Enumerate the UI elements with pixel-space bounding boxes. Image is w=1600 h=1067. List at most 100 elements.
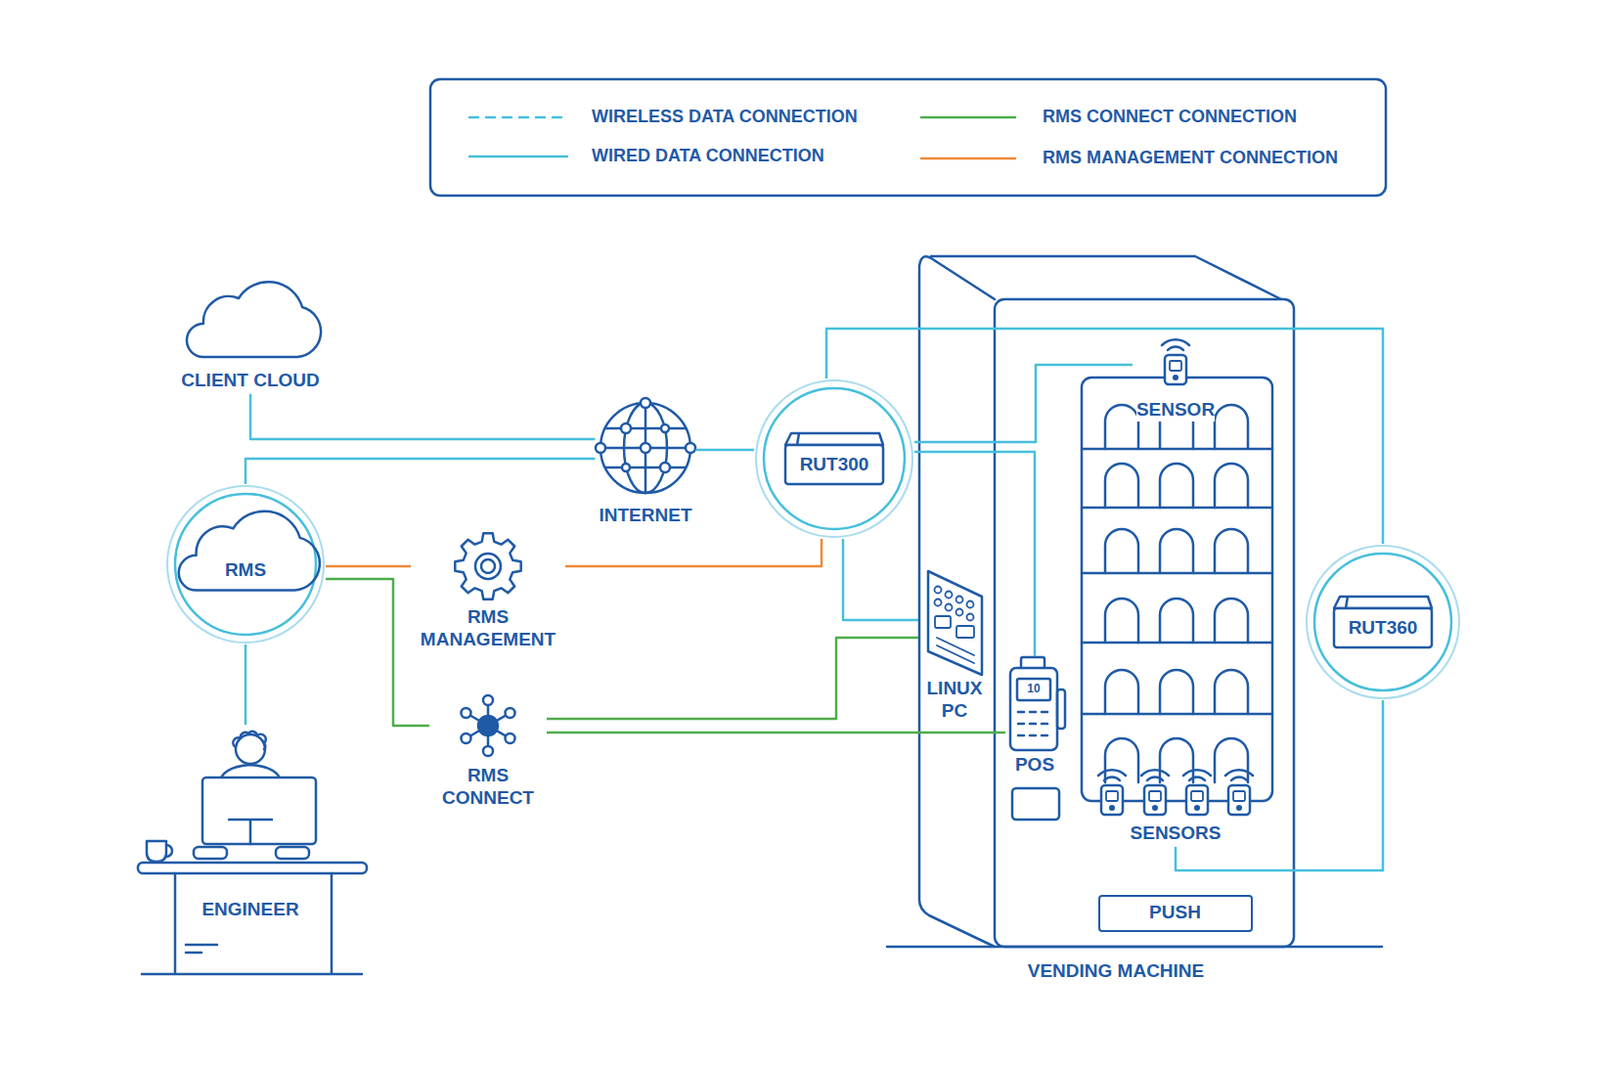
outer-ring (1306, 545, 1460, 699)
vending-machine-body (1010, 667, 1058, 751)
sensor-icon (1231, 777, 1247, 781)
legend-sample (921, 157, 1016, 161)
legend-box (430, 79, 1386, 196)
product-slot (1105, 529, 1139, 574)
globe-icon (640, 398, 651, 408)
router-icon (785, 444, 884, 485)
wired-connection (914, 364, 1133, 443)
sensor-icon (1225, 769, 1253, 815)
vending-machine-body (945, 604, 953, 612)
node-label: INTERNET (599, 504, 693, 528)
hub-icon (505, 708, 516, 718)
wired-connection (843, 538, 919, 621)
vending-machine-body (956, 596, 964, 604)
product-slot (1105, 738, 1139, 783)
wired-connection (244, 644, 248, 725)
vending-machine-body (956, 625, 975, 638)
cloud-icon (178, 511, 320, 591)
push-button: PUSH (1098, 894, 1253, 933)
wired-connection (1175, 700, 1383, 871)
wired-connection (250, 394, 596, 440)
vending-machine-body (887, 945, 1382, 949)
legend-sample (469, 116, 568, 120)
gear-icon (454, 533, 521, 599)
node-label: RMS (224, 559, 267, 582)
node-label: VENDING MACHINE (1027, 960, 1205, 983)
vending-machine-body (994, 299, 1294, 947)
product-slot (1105, 463, 1139, 508)
product-slot (1214, 669, 1248, 714)
vending-machine-body (928, 571, 982, 675)
sensor-icon (1228, 785, 1250, 815)
screen-text: 10 (1026, 682, 1040, 696)
outer-ring (167, 486, 324, 643)
inner-ring (175, 493, 316, 635)
gear-icon (475, 553, 501, 579)
engineer-figure (146, 841, 167, 862)
cloud-icon (186, 281, 321, 357)
node-label: SENSOR (1136, 399, 1215, 422)
vending-machine: SENSOR LINUX PCPOS SENSORS PUSH VENDING MACH… (914, 250, 1306, 986)
router-circle: RUT300 (754, 378, 915, 539)
vending-machine-body (956, 609, 964, 617)
node-label: ENGINEER (201, 898, 299, 922)
gear-node: RMS MANAGEMENT (410, 532, 566, 654)
rms-circle: RMS (165, 484, 326, 645)
sensor-icon (1141, 769, 1169, 776)
wired-connection (245, 458, 596, 485)
vending-machine-body (936, 637, 975, 664)
wired-connection (914, 451, 1035, 657)
hub-icon (483, 695, 493, 706)
sensor-icon (1183, 769, 1211, 815)
node-label: RMS CONNECT (433, 764, 543, 810)
engineer-figure (232, 731, 266, 750)
node-label: SENSORS (1130, 822, 1222, 845)
engineer-figure (275, 846, 310, 859)
gear-icon (454, 533, 521, 599)
product-slot (1214, 404, 1248, 449)
product-slot (1105, 404, 1139, 449)
vending-machine-body (967, 601, 975, 609)
router-icon (785, 433, 884, 445)
vending-machine-body (1018, 711, 1048, 736)
vending-machine-body (934, 599, 942, 607)
router-icon (1333, 596, 1432, 609)
sensor-icon (1173, 375, 1178, 380)
globe-icon (621, 423, 631, 434)
sensor-icon (1147, 777, 1163, 781)
hub-icon (505, 733, 516, 744)
product-slot (1214, 738, 1248, 783)
sensor-icon (1106, 791, 1118, 801)
vending-machine-body (919, 256, 995, 947)
product-slot (1214, 598, 1248, 643)
computer-node: LINUX PC (918, 569, 991, 725)
node-label: RUT300 (800, 453, 870, 477)
globe-icon (661, 424, 669, 433)
sensor-icon (1186, 785, 1208, 815)
sensor-icon (1098, 339, 1253, 815)
engineer-figure (137, 731, 367, 975)
hub-node: RMS CONNECT (429, 694, 547, 812)
legend-sample (469, 155, 568, 159)
router-icon (1333, 608, 1432, 648)
pos-terminal: POS (1005, 656, 1065, 779)
vending-machine-body (934, 616, 951, 628)
globe-icon (622, 463, 630, 472)
vending-machine-body (887, 256, 1382, 947)
node-label: PUSH (1149, 901, 1201, 925)
sensor-icon (1189, 777, 1205, 781)
legend-text: RMS CONNECT CONNECTION (1042, 106, 1297, 129)
product-slot (1105, 669, 1139, 714)
sensor-icon (1104, 777, 1120, 781)
globe-icon (600, 402, 691, 493)
sensor-icon (1161, 339, 1190, 346)
router-icon (1333, 596, 1432, 648)
product-slot (1105, 598, 1139, 643)
gear-icon (481, 559, 495, 574)
vending-machine-body (1012, 788, 1060, 820)
rms-connect-line (546, 731, 1006, 735)
legend-text: WIRED DATA CONNECTION (591, 145, 825, 168)
vending-machine-body (1057, 689, 1066, 729)
node-label: CLIENT CLOUD (180, 369, 319, 393)
